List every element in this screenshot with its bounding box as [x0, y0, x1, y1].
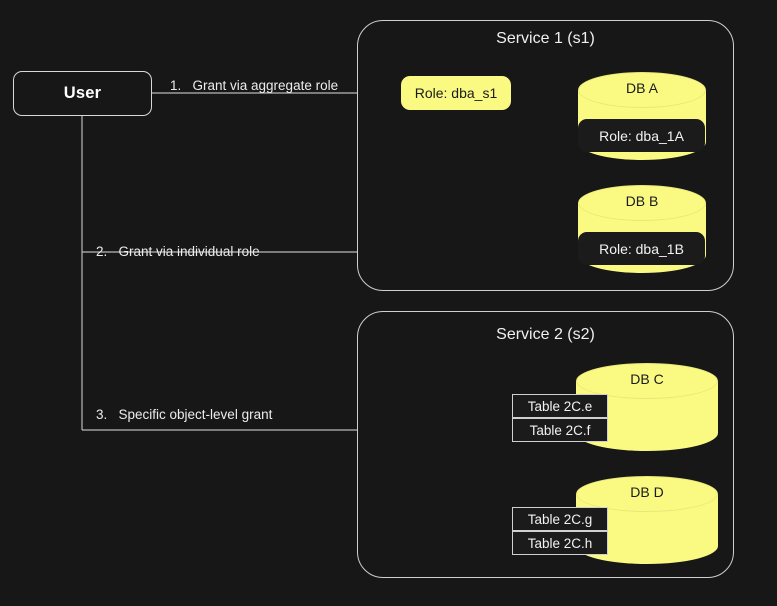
service-1-aggregate-role-label: Role: dba_s1 [414, 85, 498, 101]
db-a-role-label: Role: dba_1A [599, 127, 684, 144]
db-d-label: DB D [630, 484, 664, 500]
db-c-label: DB C [630, 371, 664, 387]
service-1-title: Service 1 (s1) [496, 30, 595, 47]
flow-label-2: 2. Grant via individual role [96, 244, 260, 259]
flow-label-1: 1. Grant via aggregate role [170, 78, 339, 93]
db-c-table-1-label: Table 2C.f [529, 422, 591, 438]
service-2-title: Service 2 (s2) [496, 326, 595, 343]
db-a-role-chip[interactable]: Role: dba_1A [578, 119, 705, 152]
db-b-role-label: Role: dba_1B [599, 240, 684, 257]
db-a-cylinder-top [578, 72, 706, 108]
db-d-table-0-label: Table 2C.g [527, 511, 593, 527]
db-d-table-1[interactable]: Table 2C.h [512, 531, 608, 555]
db-c-cylinder-top [576, 363, 718, 399]
db-d-node[interactable]: DB D [576, 476, 718, 564]
db-c-table-0-label: Table 2C.e [527, 398, 593, 414]
db-b-label: DB B [625, 193, 659, 209]
db-b-role-chip[interactable]: Role: dba_1B [578, 232, 705, 265]
db-c-table-1[interactable]: Table 2C.f [512, 418, 608, 442]
db-d-table-1-label: Table 2C.h [527, 535, 593, 551]
db-c-table-0[interactable]: Table 2C.e [512, 394, 608, 418]
db-b-cylinder-top [578, 185, 706, 221]
flow-label-3: 3. Specific object-level grant [96, 407, 273, 422]
service-1-aggregate-role[interactable]: Role: dba_s1 [401, 76, 511, 110]
db-d-table-0[interactable]: Table 2C.g [512, 507, 608, 531]
user-node[interactable] [13, 71, 152, 116]
db-a-label: DB A [626, 80, 658, 96]
user-node-label: User [63, 84, 102, 102]
db-d-cylinder-top [576, 476, 718, 512]
